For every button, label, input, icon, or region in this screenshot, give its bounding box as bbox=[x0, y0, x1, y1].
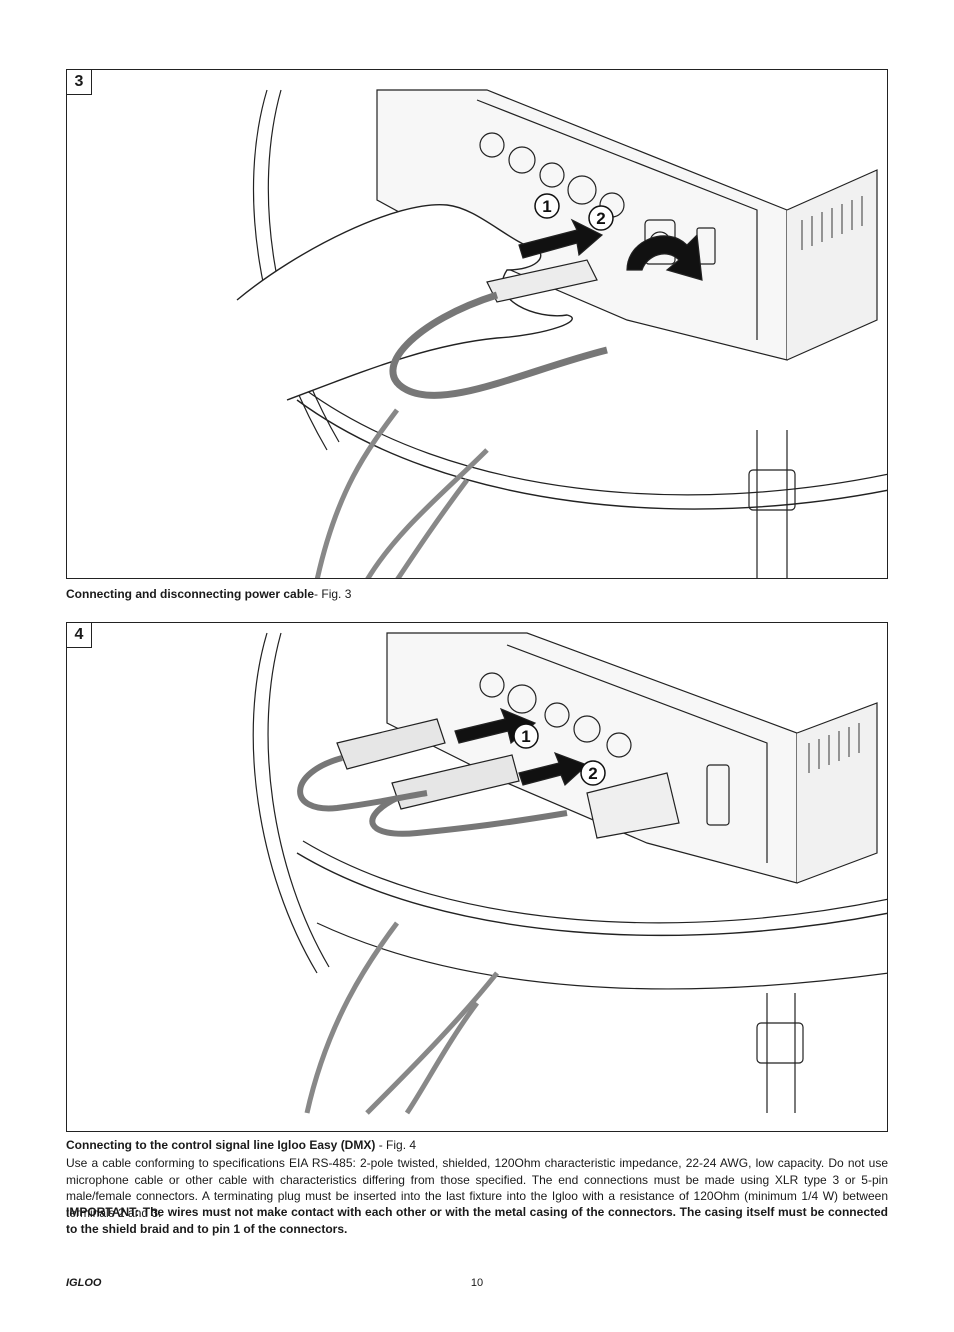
caption-figure-ref: - Fig. 3 bbox=[314, 587, 352, 601]
caption-figure-ref: - Fig. 4 bbox=[375, 1138, 417, 1152]
svg-text:2: 2 bbox=[596, 209, 605, 228]
figure-number: 4 bbox=[67, 623, 92, 648]
power-cable-illustration: 1 2 bbox=[236, 89, 887, 578]
callout-2: 2 bbox=[580, 760, 606, 786]
callout-2: 2 bbox=[588, 205, 614, 231]
svg-text:1: 1 bbox=[521, 727, 530, 746]
caption-bold: Connecting and disconnecting power cable bbox=[66, 587, 315, 601]
figure-3-caption: Connecting and disconnecting power cable… bbox=[66, 586, 888, 602]
caption-bold: Connecting to the control signal line Ig… bbox=[66, 1138, 376, 1152]
page-number: 10 bbox=[470, 1277, 484, 1289]
figure-4: 4 bbox=[66, 622, 888, 1132]
dmx-signal-illustration: 1 2 bbox=[252, 632, 887, 1115]
footer-brand: IGLOO bbox=[66, 1277, 102, 1289]
important-note: IMPORTANT: The wires must not make conta… bbox=[66, 1205, 888, 1236]
cable-spec-paragraph: Use a cable conforming to specifications… bbox=[66, 1156, 888, 1220]
callout-1: 1 bbox=[534, 193, 560, 219]
svg-text:1: 1 bbox=[542, 197, 551, 216]
svg-text:2: 2 bbox=[588, 764, 597, 783]
figure-number: 3 bbox=[67, 70, 92, 95]
figure-3: 3 bbox=[66, 69, 888, 579]
callout-1: 1 bbox=[513, 723, 539, 749]
figure-4-caption: Connecting to the control signal line Ig… bbox=[66, 1137, 888, 1153]
